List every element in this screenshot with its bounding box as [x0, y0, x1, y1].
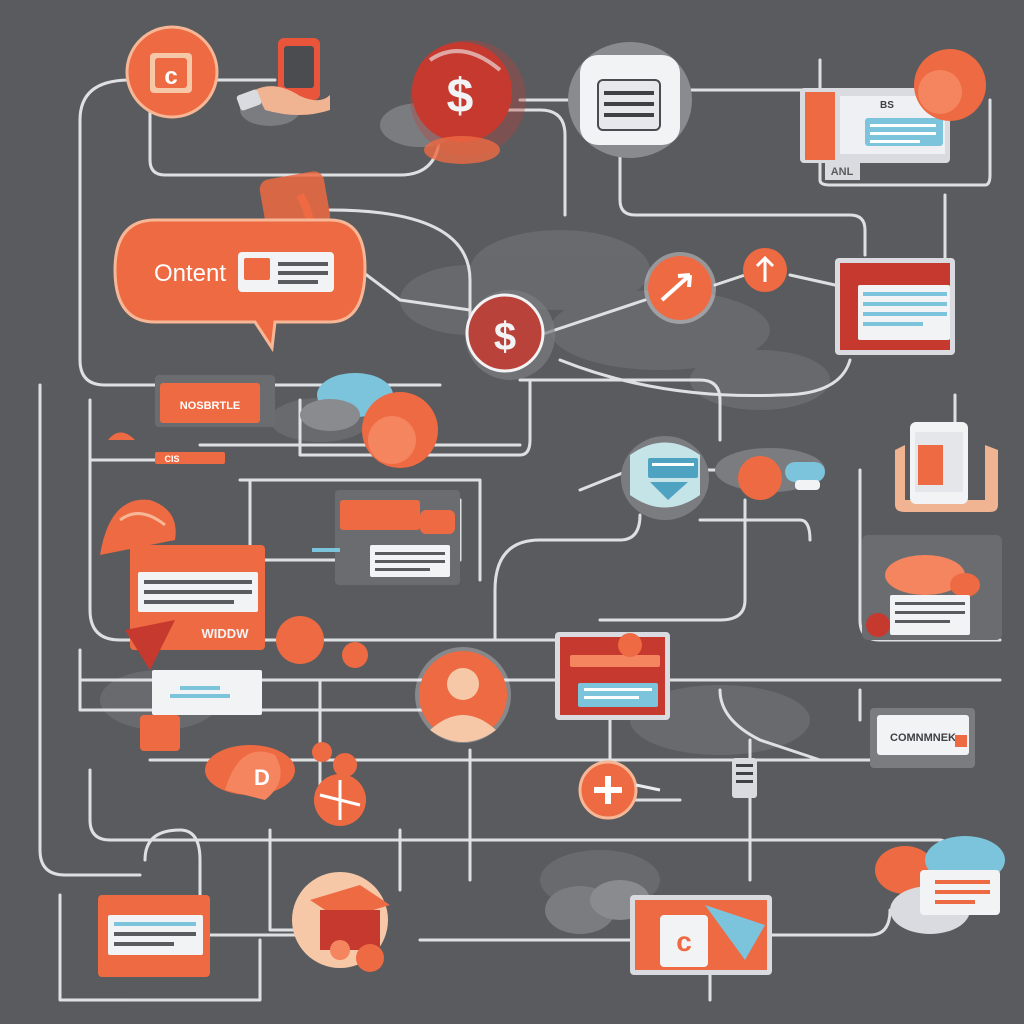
- list-window-icon: [568, 42, 692, 158]
- svg-text:D: D: [254, 765, 270, 790]
- list-card-icon: [98, 895, 210, 977]
- dollar-node-icon: $: [465, 290, 555, 380]
- dollar-cloud-icon: $: [380, 40, 526, 164]
- dollar-top-label: $: [447, 70, 474, 123]
- folder-icon: [835, 258, 955, 355]
- cloud-storage-icon: [875, 836, 1005, 934]
- settings-card-icon: [862, 535, 1002, 640]
- document-stack-icon: [312, 490, 460, 585]
- cloud-icon: [300, 373, 438, 468]
- card-bottom-right-label: COMNMNEK: [890, 732, 956, 744]
- hand-cursor-icon: D: [205, 742, 366, 826]
- mobile-device-icon: [895, 422, 998, 512]
- box-icon: [292, 872, 390, 972]
- document-c-icon: c: [125, 25, 219, 119]
- speech-bubble-label: Ontent: [154, 260, 226, 287]
- email-shield-icon: [621, 436, 709, 520]
- connector-lines: [38, 58, 1002, 1002]
- arrow-up-circle-icon: [644, 248, 787, 324]
- card-window-label: WIDDW: [202, 626, 250, 641]
- phone-hand-icon: [236, 38, 330, 126]
- web-panel-icon: [555, 632, 670, 720]
- card-left-small: CIS: [164, 454, 179, 464]
- notification-card: NOSBRTLE CIS: [108, 375, 275, 464]
- plus-circle-icon: [578, 760, 661, 820]
- bottom-right-card: COMNMNEK: [870, 708, 975, 768]
- speech-bubble-icon: Ontent: [113, 171, 367, 353]
- cloud-pill-icon: [715, 448, 825, 500]
- card-left-tag: NOSBRTLE: [180, 400, 241, 412]
- document-c-large-icon: c: [630, 895, 772, 975]
- svg-text:c: c: [164, 63, 177, 90]
- tag-top-right: BS: [880, 100, 894, 111]
- monitor-icon: BS ANL: [800, 49, 986, 180]
- monitor-footer-label: ANL: [831, 166, 854, 178]
- user-avatar-icon: [415, 647, 511, 743]
- svg-text:c: c: [676, 926, 692, 957]
- dollar-center-label: $: [494, 315, 516, 359]
- window-card: WIDDW: [100, 499, 368, 751]
- server-icon: [732, 758, 757, 798]
